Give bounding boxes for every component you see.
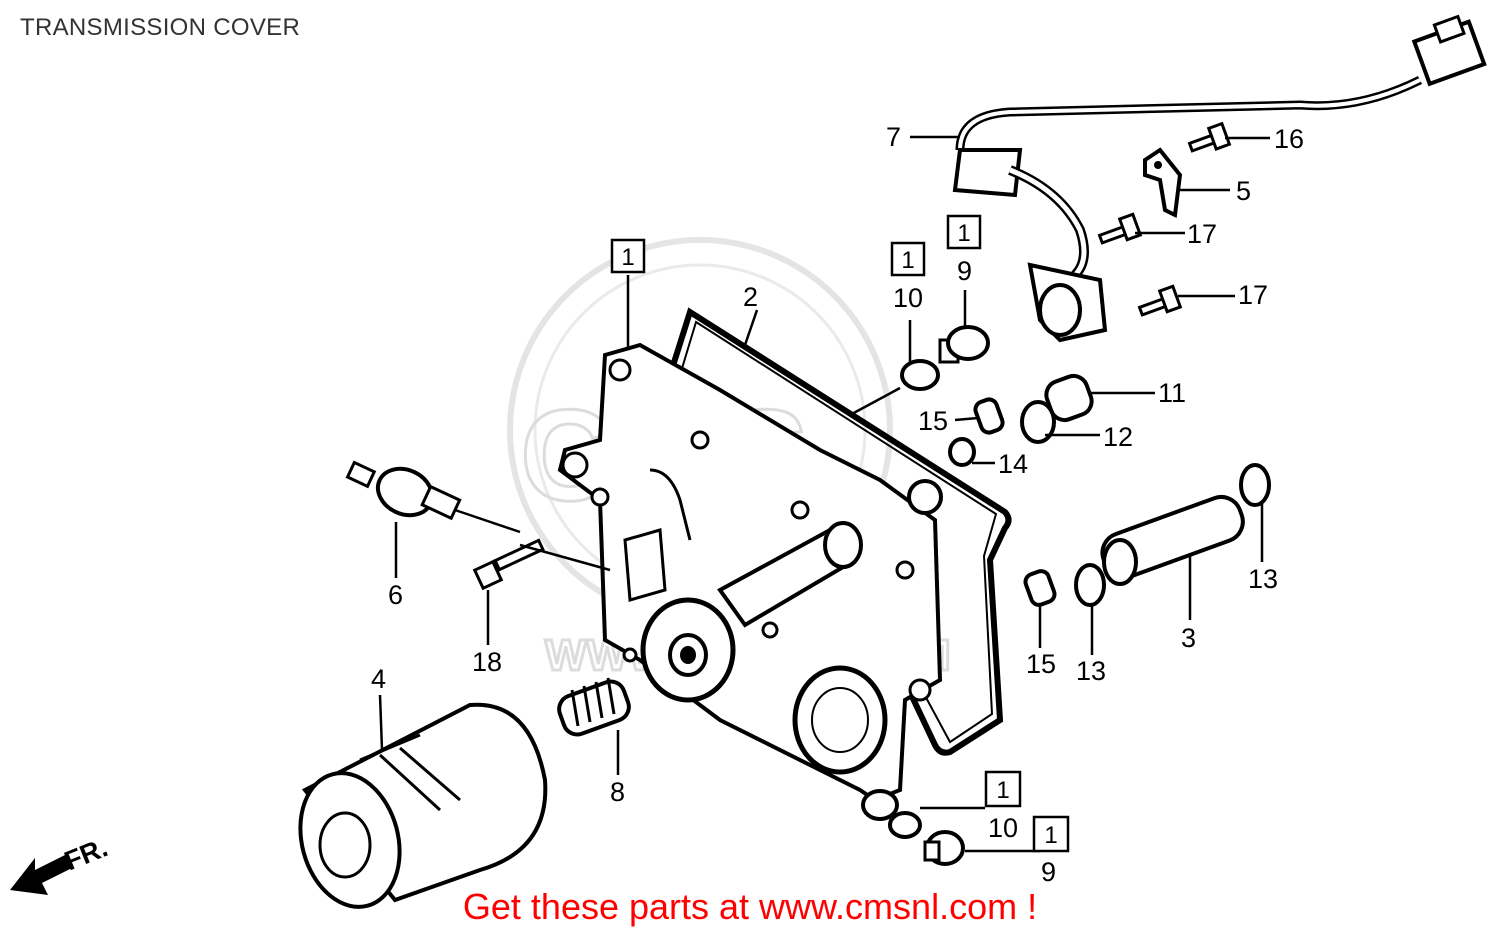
dowel-part-15-upper[interactable] bbox=[973, 397, 1005, 435]
svg-text:1: 1 bbox=[1044, 822, 1057, 849]
svg-text:1: 1 bbox=[901, 247, 914, 274]
spring-part-8[interactable] bbox=[555, 677, 633, 739]
callout-8: 8 bbox=[610, 777, 625, 807]
boxed-label: 1 bbox=[890, 241, 926, 277]
oil-filter-part-4[interactable] bbox=[286, 702, 548, 918]
collar-part-11[interactable] bbox=[1042, 372, 1095, 424]
clamp-part-5[interactable] bbox=[1143, 147, 1183, 219]
svg-text:1: 1 bbox=[957, 220, 970, 247]
front-direction-arrow-icon bbox=[10, 855, 72, 895]
drain-plug-part-9-upper[interactable] bbox=[938, 325, 990, 364]
boxed-label: 1 bbox=[1032, 815, 1070, 853]
callout-4: 4 bbox=[371, 664, 386, 694]
callout-15: 15 bbox=[918, 406, 948, 436]
callout-16: 16 bbox=[1274, 124, 1304, 154]
svg-text:1: 1 bbox=[621, 244, 634, 271]
o-ring-part-12[interactable] bbox=[1020, 400, 1056, 444]
dowel-part-15-lower[interactable] bbox=[1023, 569, 1057, 607]
front-direction-label: FR. bbox=[60, 832, 112, 876]
callout-17: 17 bbox=[1187, 219, 1217, 249]
callout-6: 6 bbox=[388, 580, 403, 610]
pipe-part-3[interactable] bbox=[1097, 491, 1249, 586]
callout-18: 18 bbox=[472, 647, 502, 677]
washer-part-10-lower[interactable] bbox=[888, 811, 922, 839]
callout-3: 3 bbox=[1181, 623, 1196, 653]
callout-9: 9 bbox=[1041, 857, 1056, 887]
o-ring-part-13-right[interactable] bbox=[1239, 463, 1271, 507]
oil-pressure-switch-part-6[interactable] bbox=[345, 460, 462, 524]
callout-14: 14 bbox=[998, 449, 1028, 479]
washer-part-10-upper[interactable] bbox=[900, 359, 940, 391]
o-ring-part-14[interactable] bbox=[948, 437, 976, 467]
bolt-part-17-upper[interactable] bbox=[1097, 212, 1143, 245]
boxed-label: 1 bbox=[946, 214, 982, 250]
drain-plug-part-9-lower[interactable] bbox=[923, 830, 965, 866]
leader-lines bbox=[378, 135, 1270, 853]
callout-13: 13 bbox=[1248, 564, 1278, 594]
callout-5: 5 bbox=[1236, 176, 1251, 206]
callout-13: 13 bbox=[1076, 656, 1106, 686]
transmission-cover-body[interactable] bbox=[557, 342, 943, 821]
o-ring-part-13-left[interactable] bbox=[1074, 563, 1106, 607]
callout-9: 9 bbox=[957, 256, 972, 286]
callout-10: 10 bbox=[988, 813, 1018, 843]
bolt-part-17-lower[interactable] bbox=[1137, 284, 1183, 317]
svg-text:1: 1 bbox=[996, 777, 1009, 804]
callout-10: 10 bbox=[893, 283, 923, 313]
callout-17: 17 bbox=[1238, 280, 1268, 310]
callout-12: 12 bbox=[1103, 422, 1133, 452]
boxed-label: 1 bbox=[984, 770, 1022, 808]
gasket-part-2[interactable] bbox=[636, 307, 1012, 756]
callout-2: 2 bbox=[743, 282, 758, 312]
boxed-label: 1 bbox=[610, 238, 646, 274]
page-title: TRANSMISSION COVER bbox=[20, 14, 301, 41]
sensor-harness-part-7[interactable] bbox=[952, 14, 1487, 343]
callout-11: 11 bbox=[1158, 378, 1186, 408]
bolt-part-16[interactable] bbox=[1187, 121, 1232, 153]
callout-15: 15 bbox=[1026, 649, 1056, 679]
footer-promo-link[interactable]: Get these parts at www.cmsnl.com ! bbox=[462, 886, 1038, 927]
callout-7: 7 bbox=[886, 122, 901, 152]
